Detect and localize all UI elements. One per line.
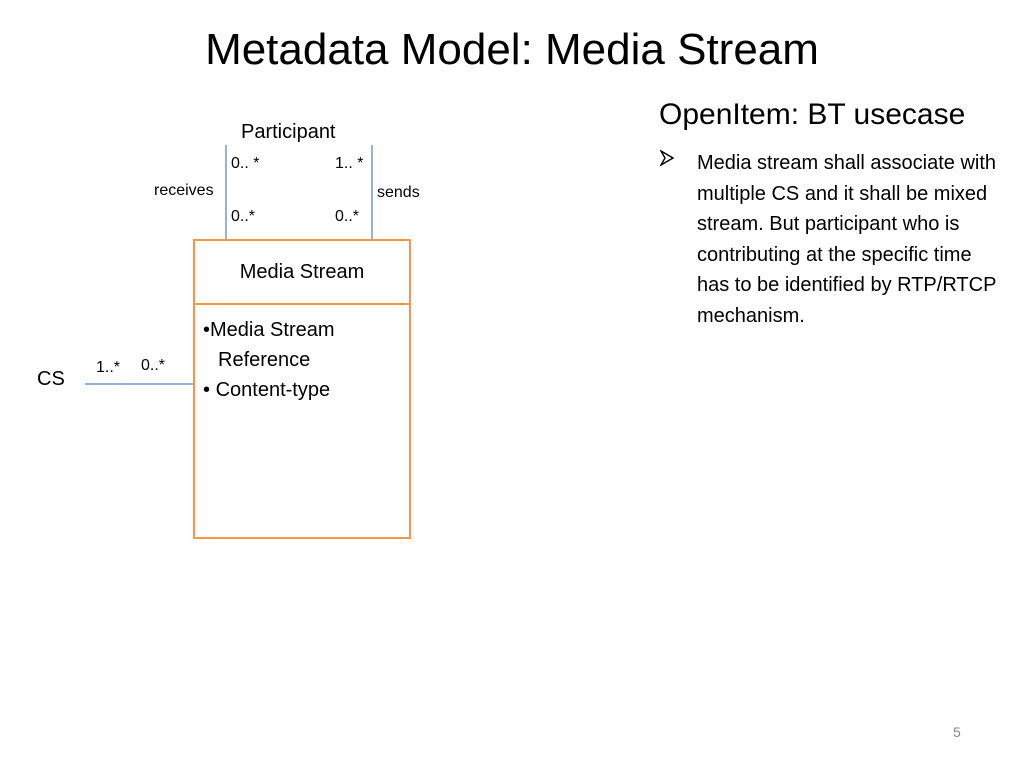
receives-association-label: receives [154,182,214,199]
slide-title: Metadata Model: Media Stream [205,25,819,74]
page-number: 5 [953,724,961,740]
media-stream-class-box: Media Stream •Media Stream Reference • C… [193,239,411,539]
cs-class-label: CS [37,368,65,390]
receives-stream-multiplicity: 0..* [231,208,256,225]
receives-participant-multiplicity: 0.. * [231,155,260,172]
attribute-line: Content-type [210,379,331,401]
attribute-media-stream-reference-continued: Reference [218,349,311,371]
sends-stream-multiplicity: 0..* [335,208,360,225]
sends-participant-multiplicity: 1.. * [335,155,364,172]
cs-end-multiplicity: 1..* [96,359,121,376]
open-item-bullet-text: Media stream shall associate with multip… [697,152,997,327]
participant-class-label: Participant [241,121,336,143]
attribute-content-type: • Content-type [203,375,335,405]
attribute-bullet: • [203,319,211,341]
media-stream-attribute-list: •Media Stream Reference • Content-type [203,315,335,405]
attribute-media-stream-reference: •Media Stream [203,315,335,345]
open-item-panel: OpenItem: BT usecase Media stream shall … [659,96,996,327]
open-item-heading: OpenItem: BT usecase [659,98,966,131]
media-stream-class-name: Media Stream [195,241,409,305]
cs-stream-end-multiplicity: 0..* [141,357,166,374]
arrow-bullet-icon [659,149,675,171]
attribute-line: Media Stream [210,319,335,341]
sends-association-label: sends [377,184,420,201]
attribute-bullet: • [203,379,211,401]
